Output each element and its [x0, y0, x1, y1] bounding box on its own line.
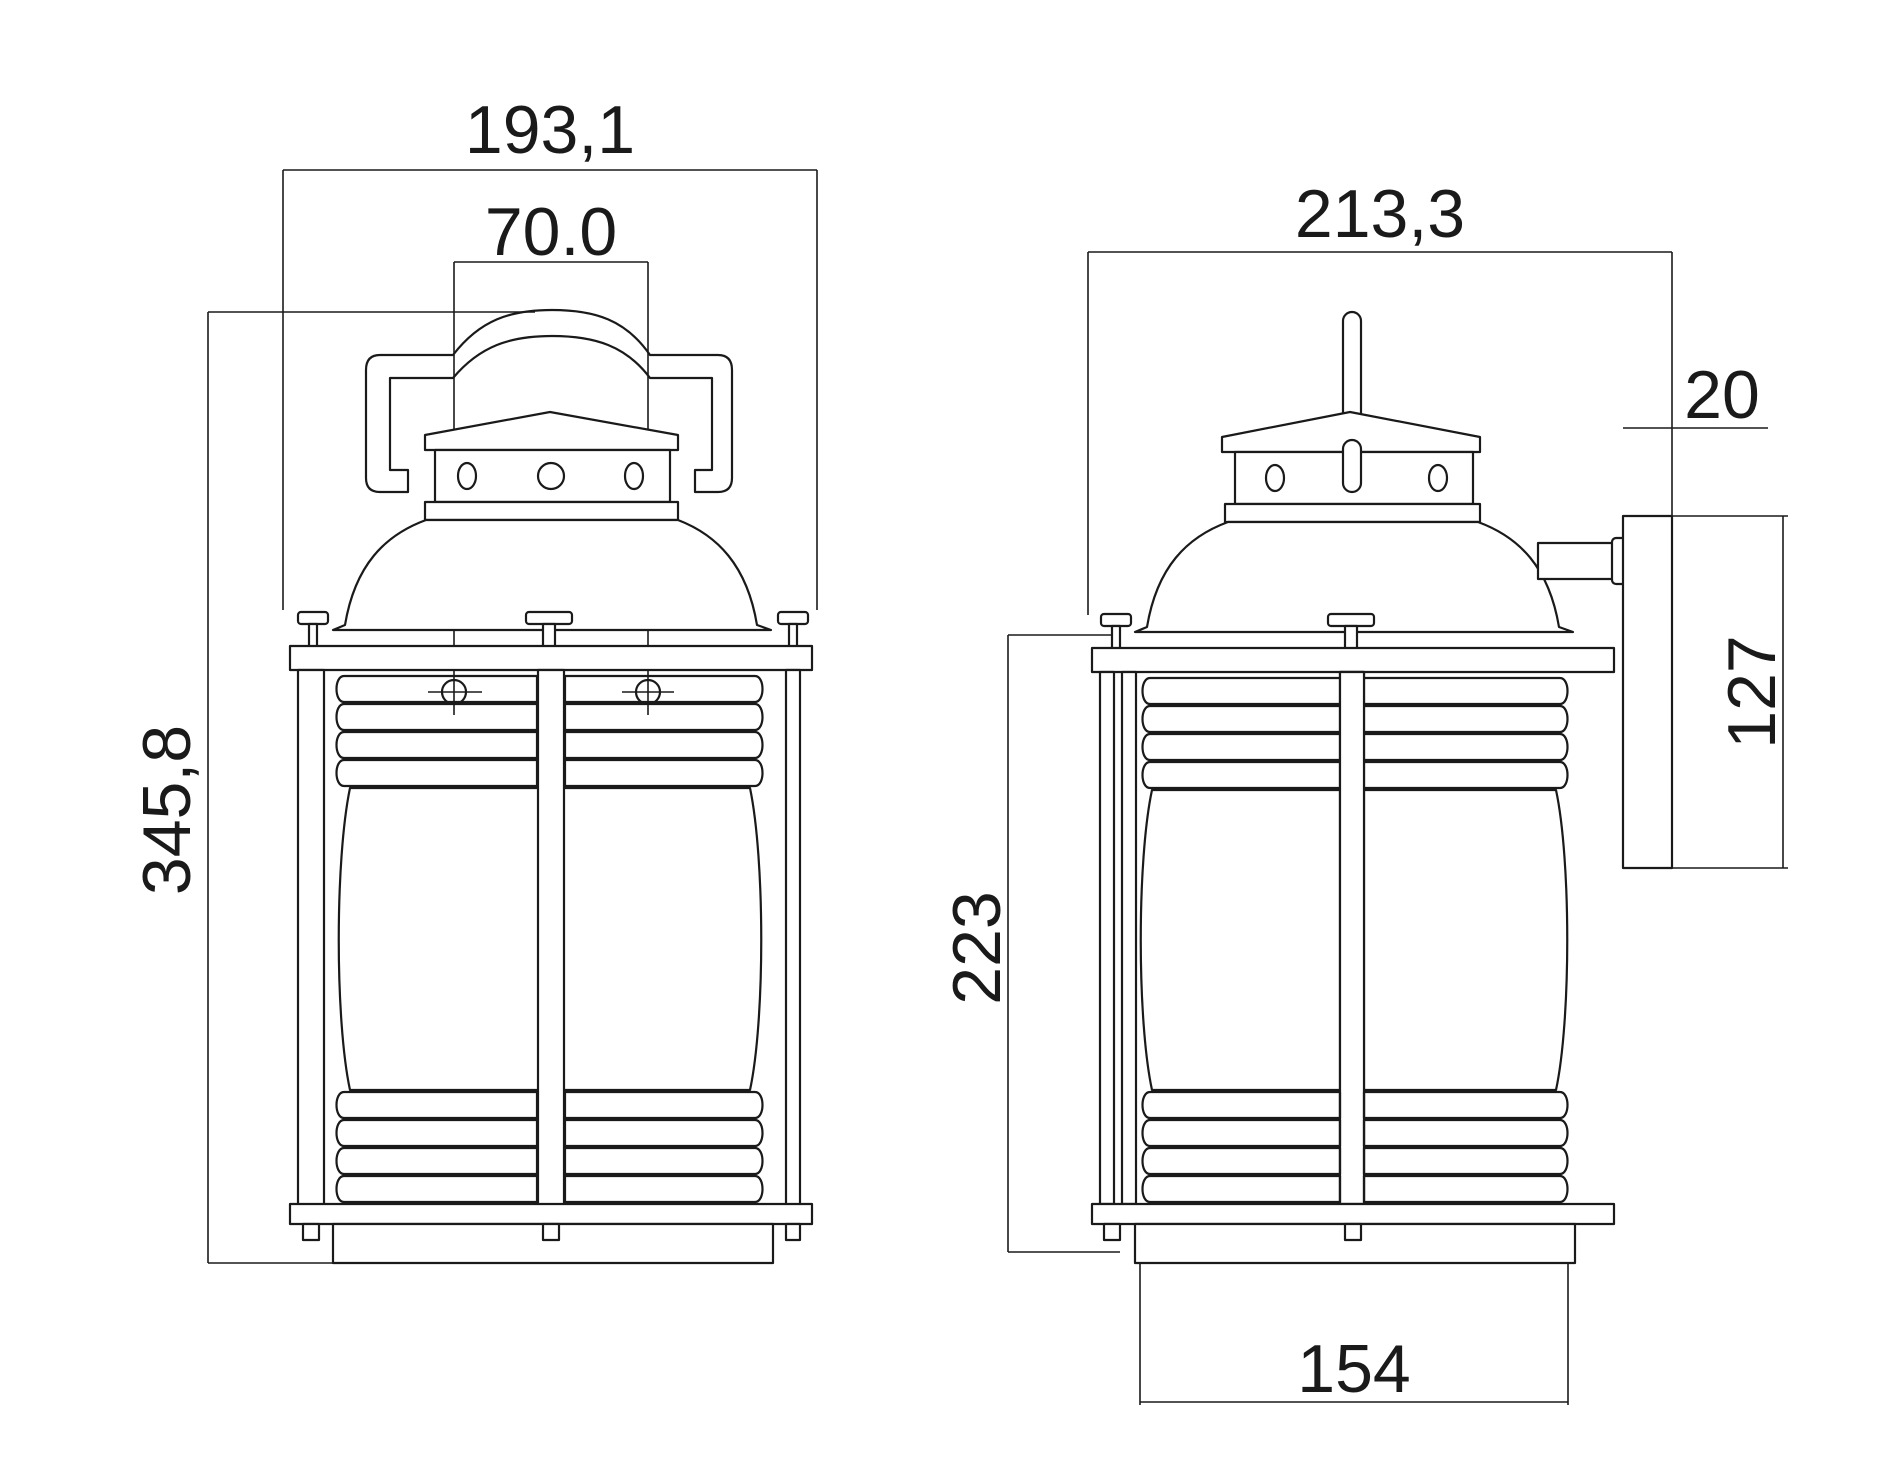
front-posts: [296, 668, 802, 1216]
side-finials: [1099, 612, 1376, 652]
front-vent-hole: [623, 461, 645, 491]
side-handle-front: [1341, 438, 1363, 494]
side-lower-ring: [1090, 1202, 1616, 1226]
side-dome: [1133, 520, 1575, 634]
front-vent-hole: [536, 461, 566, 491]
front-glass-barrel-left: [337, 786, 539, 1092]
front-vent-hole: [456, 461, 478, 491]
front-height-label: 345,8: [129, 725, 205, 895]
front-view: [207, 169, 818, 1265]
side-view: [1007, 251, 1788, 1405]
side-backplate-depth-label: 20: [1684, 357, 1760, 433]
front-mount-spacing-label: 70.0: [485, 194, 617, 270]
side-base-width-label: 154: [1297, 1331, 1410, 1407]
side-backplate-height-label: 127: [1714, 635, 1790, 748]
side-vent-hole: [1427, 463, 1449, 493]
side-depth-label: 213,3: [1295, 176, 1465, 252]
front-finials: [296, 610, 810, 650]
side-posts: [1098, 670, 1366, 1206]
side-body-height-label: 223: [939, 891, 1015, 1004]
front-glass-rings-top: [335, 674, 764, 788]
front-glass-barrel-right: [563, 786, 763, 1092]
side-top-cap: [1220, 410, 1482, 454]
side-glass-rings-bottom: [1141, 1090, 1569, 1204]
side-backplate: [1621, 514, 1674, 870]
side-feet: [1102, 1222, 1363, 1242]
side-vent-hole: [1264, 463, 1286, 493]
side-center-post-overlay: [1338, 670, 1366, 1206]
front-vent-band: [433, 448, 672, 504]
front-top-cap: [423, 410, 680, 452]
side-collar: [1223, 502, 1482, 524]
side-glass-barrel: [1139, 788, 1569, 1092]
front-feet: [301, 1222, 802, 1242]
front-dome: [331, 518, 773, 632]
front-mount-markers: [428, 678, 674, 706]
side-glass-rings-top: [1141, 676, 1569, 790]
front-collar: [423, 500, 680, 522]
front-lower-ring: [288, 1202, 814, 1226]
front-glass-rings-bottom: [335, 1090, 764, 1204]
front-upper-ring: [288, 644, 814, 672]
side-upper-ring: [1090, 646, 1616, 674]
front-width-label: 193,1: [465, 92, 635, 168]
front-handle: [364, 308, 734, 494]
